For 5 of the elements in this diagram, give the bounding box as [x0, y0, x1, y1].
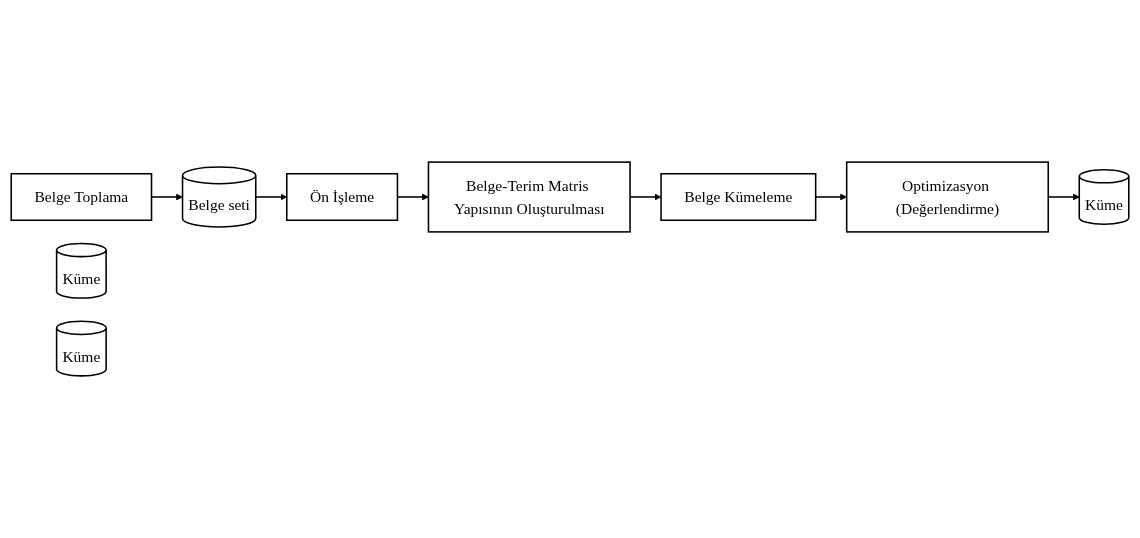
node-box: Optimizasyon (Değerlendirme): [845, 161, 1050, 233]
node-box: Ön İşleme: [286, 172, 399, 222]
node-box: Belge Kümeleme: [660, 172, 817, 222]
node-box: Belge Toplama: [10, 172, 153, 222]
node-box: Belge-Terim Matris Yapısının Oluşturulması: [427, 161, 631, 233]
